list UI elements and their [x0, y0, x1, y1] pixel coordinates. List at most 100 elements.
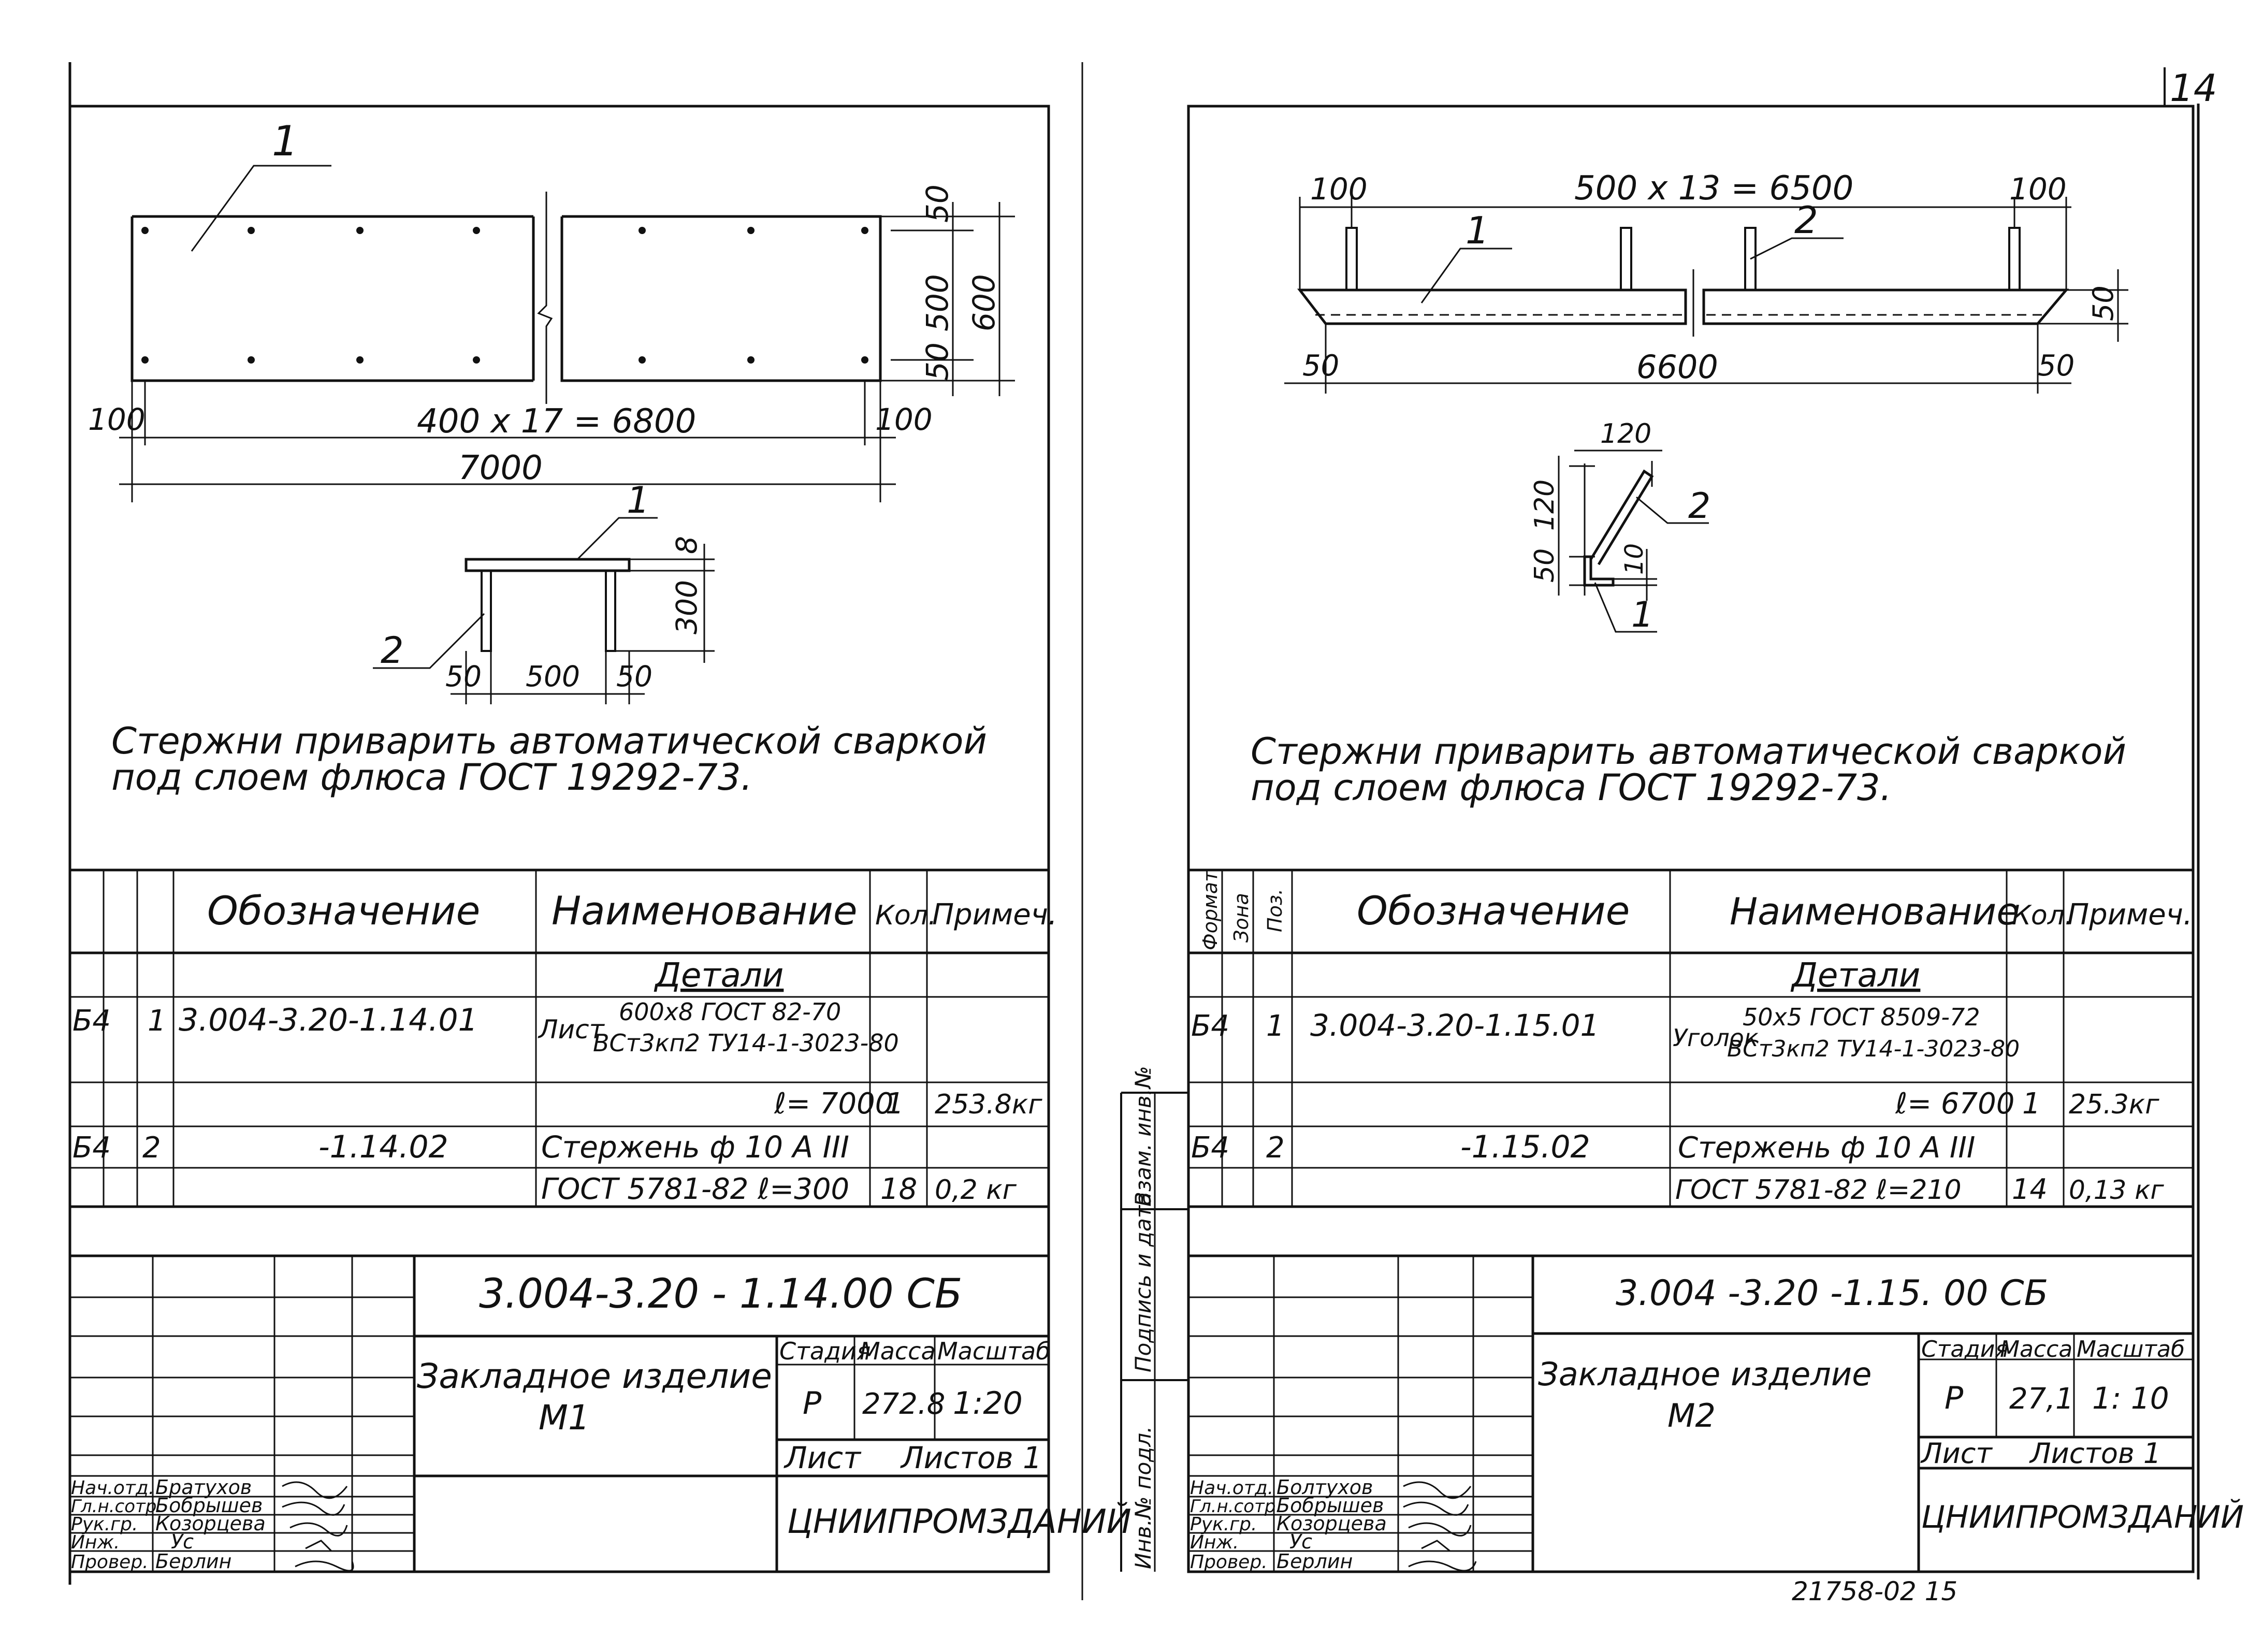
right-spec-header-zone: Зона: [1230, 893, 1253, 943]
left-person-2: Бобрышев: [155, 1494, 263, 1517]
embedded-angle-elevation: 100 500 x 13 = 6500 100 1 2 50 50 6600 5…: [1284, 169, 2128, 394]
left-welding-note-line1: Стержни приварить автоматической сваркой: [111, 720, 987, 762]
left-role-3: Рук.гр.: [71, 1514, 138, 1535]
sheet-number: 14: [2170, 66, 2217, 110]
elev-dim-50-left: 50: [1302, 349, 1339, 383]
side-label-inv-repl: Взам. инв.№: [1130, 1066, 1156, 1207]
plan-dim-600: 600: [966, 274, 1002, 331]
left-role-4: Инж.: [71, 1532, 120, 1553]
right-spec-header-name: Наименование: [1730, 890, 2020, 933]
right-welding-note-line2: под слоем флюса ГОСТ 19292-73.: [1251, 766, 1892, 809]
right-role-5: Провер.: [1190, 1552, 1268, 1573]
left-person-4: Ус: [171, 1530, 194, 1553]
right-row1-name-top: 50х5 ГОСТ 8509-72: [1743, 1003, 1980, 1031]
elev-dim-100-right: 100: [2009, 171, 2067, 207]
right-person-3: Козорцева: [1276, 1512, 1387, 1535]
right-spec-header-designation: Обозначение: [1357, 888, 1630, 934]
detail-pos-label-1: 1: [1631, 595, 1653, 635]
right-org: ЦНИИПРОМЗДАНИЙ: [1921, 1499, 2244, 1535]
left-person-5: Берлин: [155, 1550, 231, 1573]
right-row2-qty: 14: [2012, 1173, 2048, 1206]
side-label-sign-date: Подпись и дата: [1130, 1192, 1156, 1372]
left-mass-label: Масса: [860, 1337, 936, 1365]
section-dim-8: 8: [670, 536, 703, 554]
right-spec-section-title: Детали: [1790, 957, 1920, 995]
left-scale-label: Масштаб: [937, 1337, 1051, 1365]
right-row1-format: Б4: [1191, 1009, 1229, 1043]
right-row2-name-line1: Стержень ф 10 А III: [1678, 1131, 1975, 1165]
right-stage-value: Р: [1945, 1380, 1964, 1416]
section-pos-label-2: 2: [381, 629, 404, 672]
right-scale-value: 1: 10: [2092, 1381, 2169, 1416]
left-row2-note: 0,2 кг: [935, 1175, 1017, 1206]
left-item-mark: М1: [539, 1398, 590, 1438]
right-role-2: Гл.н.сотр.: [1190, 1496, 1281, 1517]
plate-plan-view: 1 50 500 50 600 100 400 x 17 = 6800 100 …: [88, 117, 1015, 502]
left-row1-format: Б4: [72, 1004, 111, 1038]
left-item-name: Закладное изделие: [417, 1356, 772, 1396]
right-row2-pos: 2: [1266, 1131, 1285, 1165]
right-spec-table: Формат Зона Поз. Обозначение Наименовани…: [1188, 868, 2193, 1208]
right-sheets-label: Листов 1: [2029, 1437, 2161, 1470]
right-welding-note-line1: Стержни приварить автоматической сваркой: [1251, 730, 2126, 773]
elev-pos-label-2: 2: [1794, 198, 1818, 242]
plan-dim-100-right: 100: [875, 402, 933, 437]
left-spec-header-designation: Обозначение: [207, 888, 480, 934]
section-dim-50-left: 50: [445, 660, 482, 693]
left-mass-value: 272.8: [862, 1387, 945, 1421]
left-signatures: [282, 1481, 354, 1572]
right-row1-pos: 1: [1266, 1009, 1285, 1043]
right-row1-note: 25.3кг: [2069, 1089, 2159, 1120]
left-row1-length: ℓ= 7000: [774, 1087, 893, 1121]
right-sheet-label: Лист: [1920, 1437, 1993, 1470]
right-scale-label: Масштаб: [2077, 1336, 2185, 1363]
detail-dim-10: 10: [1620, 543, 1649, 575]
left-frame: [68, 105, 1050, 1573]
left-spec-header-name: Наименование: [552, 888, 858, 934]
left-sheet-label: Лист: [784, 1440, 862, 1475]
right-row2-note: 0,13 кг: [2069, 1175, 2164, 1205]
plate-section-view: 1 2 8 300 50 500 50: [373, 479, 715, 704]
right-person-4: Ус: [1289, 1530, 1312, 1553]
right-row1-name-prefix: Уголок: [1673, 1024, 1759, 1052]
left-sheets-label: Листов 1: [900, 1440, 1042, 1475]
angle-bar-detail: 120 120 50 10 2 1: [1529, 418, 1710, 635]
right-role-4: Инж.: [1190, 1532, 1239, 1553]
left-stage-label: Стадия: [779, 1337, 871, 1365]
right-signatures: [1403, 1481, 1477, 1572]
left-row2-designation: -1.14.02: [318, 1129, 448, 1165]
elev-dim-100-left: 100: [1310, 171, 1368, 207]
right-drawing: 14 100 500 x 13 = 6500 100 1 2 50 50 660…: [1120, 66, 2244, 1606]
elev-dim-row: 500 x 13 = 6500: [1574, 169, 1853, 208]
bottom-stamp: 21758-02 15: [1792, 1576, 1957, 1606]
left-row1-name-top: 600х8 ГОСТ 82-70: [619, 998, 841, 1026]
elev-dim-50-right: 50: [2038, 349, 2075, 383]
section-dim-500: 500: [526, 660, 580, 693]
right-row1-length: ℓ= 6700: [1895, 1087, 2014, 1121]
section-pos-label-1: 1: [627, 479, 650, 521]
left-row1-note: 253.8кг: [935, 1089, 1042, 1120]
right-frame: [1187, 105, 2195, 1573]
right-person-1: Болтухов: [1276, 1476, 1373, 1499]
plan-pos-label-1: 1: [272, 117, 298, 165]
right-item-mark: М2: [1667, 1397, 1716, 1434]
anchor-stud-marks: [141, 227, 868, 364]
right-row1-name-bottom: ВСт3кп2 ТУ14-1-3023-80: [1727, 1036, 2020, 1062]
left-role-5: Провер.: [71, 1552, 149, 1573]
right-title-block: 3.004 -3.20 -1.15. 00 СБ Закладное издел…: [1188, 1254, 2244, 1573]
section-dim-300: 300: [670, 580, 703, 634]
left-spec-section-title: Детали: [654, 957, 784, 995]
right-role-3: Рук.гр.: [1190, 1514, 1257, 1535]
right-spec-header-format: Формат: [1199, 870, 1222, 950]
left-row1-pos: 1: [148, 1004, 166, 1038]
left-row2-pos: 2: [142, 1131, 161, 1165]
left-stage-value: Р: [803, 1385, 822, 1422]
left-welding-note-line2: под слоем флюса ГОСТ 19292-73.: [111, 756, 752, 799]
right-row2-format: Б4: [1191, 1131, 1229, 1165]
right-person-2: Бобрышев: [1276, 1494, 1384, 1517]
right-role-1: Нач.отд.: [1190, 1477, 1273, 1499]
right-row2-name-line2: ГОСТ 5781-82 ℓ=210: [1675, 1175, 1962, 1206]
right-mass-label: Масса: [2000, 1336, 2072, 1363]
plan-dim-50-bottom: 50: [920, 342, 955, 381]
